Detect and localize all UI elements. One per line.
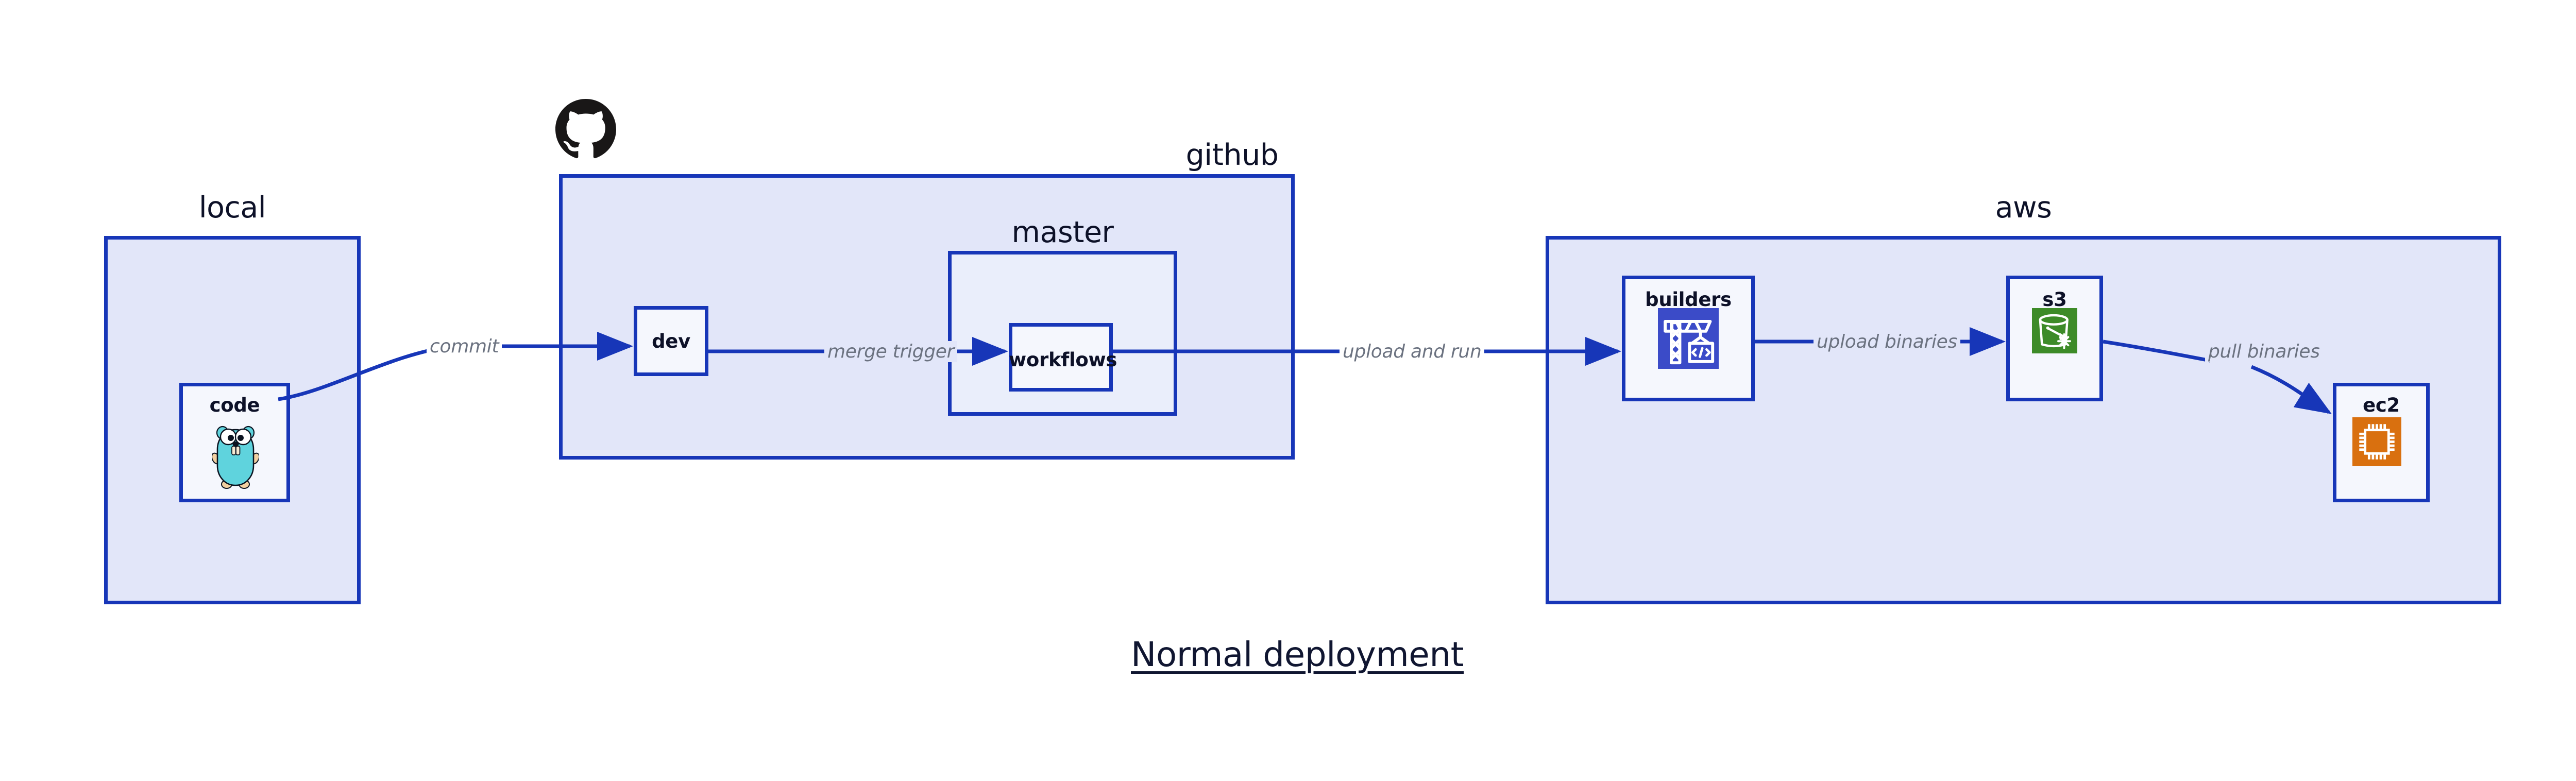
node-label-dev: dev: [652, 330, 690, 352]
group-label-github: github: [1185, 138, 1279, 172]
node-label-s3: s3: [2042, 288, 2067, 311]
group-label-aws: aws: [1995, 191, 2052, 225]
node-label-code: code: [209, 394, 260, 416]
node-box-s3[interactable]: [2006, 276, 2103, 401]
diagram-title: Normal deployment: [1131, 635, 1464, 674]
group-label-master: master: [1011, 215, 1114, 249]
cpu-chip-icon: [2352, 417, 2401, 466]
node-box-dev[interactable]: [634, 306, 708, 376]
node-label-ec2: ec2: [2363, 394, 2400, 416]
edge-label-upload-and-run: upload and run: [1340, 341, 1485, 362]
group-label-local: local: [198, 191, 266, 225]
node-box-workflows[interactable]: [1009, 323, 1113, 392]
go-gopher-icon: [211, 418, 260, 490]
github-octocat-icon: [555, 99, 616, 160]
node-label-workflows: workflows: [1009, 349, 1117, 371]
edge-label-commit: commit: [427, 336, 502, 357]
crane-code-icon: [1658, 308, 1719, 369]
node-label-builders: builders: [1645, 288, 1732, 311]
edge-label-merge-trigger: merge trigger: [824, 341, 958, 362]
edge-label-upload-binaries: upload binaries: [1814, 331, 1960, 352]
s3-bucket-icon: [2032, 308, 2077, 353]
edge-label-pull-binaries: pull binaries: [2205, 341, 2323, 362]
